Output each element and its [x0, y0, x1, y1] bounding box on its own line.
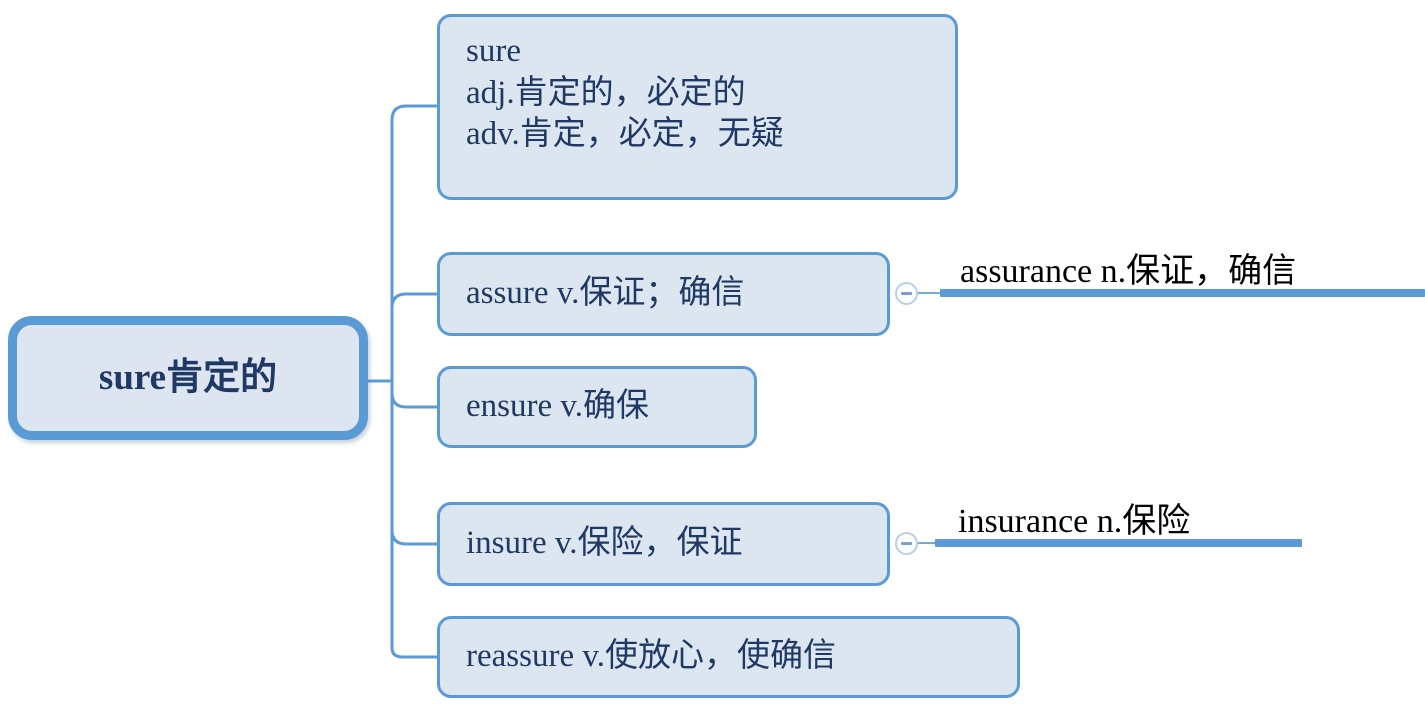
- branch-node-sure[interactable]: sure adj.肯定的，必定的 adv.肯定，必定，无疑: [437, 14, 958, 200]
- branch-node-reassure[interactable]: reassure v.使放心，使确信: [437, 616, 1020, 698]
- root-node[interactable]: sure肯定的: [8, 316, 368, 440]
- insurance-lead-line: [918, 542, 942, 544]
- related-label-insurance: insurance n.保险: [958, 503, 1191, 540]
- minus-icon: [901, 542, 912, 545]
- related-label-assurance: assurance n.保证，确信: [960, 253, 1297, 290]
- assurance-underline: [940, 289, 1425, 297]
- collapse-toggle-insure-icon[interactable]: [895, 532, 918, 555]
- branch-node-assure[interactable]: assure v.保证；确信: [437, 252, 890, 336]
- branch-node-insure[interactable]: insure v.保险，保证: [437, 502, 890, 586]
- branch-node-ensure[interactable]: ensure v.确保: [437, 366, 757, 448]
- collapse-toggle-assure-icon[interactable]: [895, 282, 918, 305]
- insurance-underline: [935, 539, 1302, 547]
- minus-icon: [901, 292, 912, 295]
- assurance-lead-line: [918, 292, 944, 294]
